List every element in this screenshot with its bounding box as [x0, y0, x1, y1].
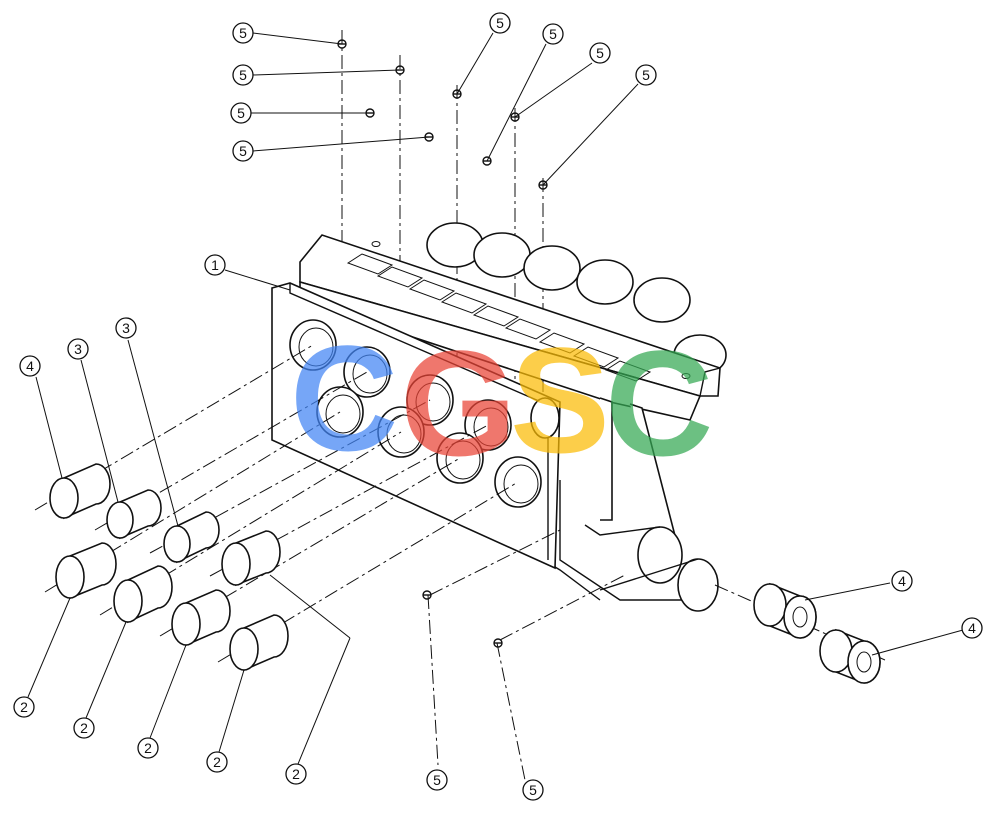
svg-text:3: 3	[74, 341, 82, 357]
svg-text:5: 5	[239, 67, 247, 83]
svg-text:5: 5	[596, 45, 604, 61]
screw-icon	[422, 590, 432, 600]
svg-text:2: 2	[213, 754, 221, 770]
bushing-3-b	[163, 511, 220, 564]
callout-4: 4	[891, 570, 913, 592]
bushing-2-d	[229, 614, 289, 672]
bushing-2-b	[113, 565, 173, 624]
svg-text:5: 5	[433, 772, 441, 788]
callout-5: 5	[426, 769, 448, 791]
screw-icon	[493, 638, 503, 648]
callout-5: 5	[522, 779, 544, 801]
callouts: 5 5 5 5 5 5 5 5 5 5 1 4 3 3 2 2 2 2 2 4 …	[13, 12, 983, 801]
bushings	[49, 463, 881, 684]
svg-text:5: 5	[642, 67, 650, 83]
svg-text:5: 5	[237, 105, 245, 121]
svg-text:5: 5	[529, 782, 537, 798]
support-legs	[509, 397, 719, 612]
bushing-2-e	[221, 530, 281, 587]
svg-text:4: 4	[26, 358, 34, 374]
callout-5: 5	[635, 64, 657, 86]
watermark-letter-4: C	[605, 319, 713, 487]
svg-text:2: 2	[20, 699, 28, 715]
callout-5: 5	[232, 140, 254, 162]
callout-4: 4	[19, 355, 41, 377]
callout-5: 5	[232, 64, 254, 86]
callout-5: 5	[230, 102, 252, 124]
callout-5: 5	[232, 22, 254, 44]
callout-5: 5	[589, 42, 611, 64]
bushing-4-right-a	[753, 582, 817, 639]
callout-4: 4	[961, 617, 983, 639]
callout-2: 2	[206, 751, 228, 773]
bushing-4-left	[49, 463, 111, 520]
callout-2: 2	[137, 737, 159, 759]
bushing-2-c	[171, 589, 231, 647]
svg-text:2: 2	[80, 720, 88, 736]
bracket-slots	[346, 253, 652, 382]
callout-5: 5	[542, 23, 564, 45]
svg-text:5: 5	[496, 15, 504, 31]
watermark-letter-1: C	[290, 314, 398, 482]
callout-3: 3	[115, 317, 137, 339]
svg-text:4: 4	[898, 573, 906, 589]
slotted-bracket	[299, 234, 721, 421]
svg-text:2: 2	[292, 766, 300, 782]
svg-text:1: 1	[211, 257, 219, 273]
watermark-letter-2: G	[400, 319, 517, 487]
watermark: C G S C	[290, 314, 713, 487]
callout-leaders	[27, 32, 964, 765]
callout-2: 2	[285, 763, 307, 785]
bottom-screws	[422, 590, 503, 648]
svg-text:5: 5	[239, 25, 247, 41]
callout-3: 3	[67, 338, 89, 360]
svg-text:3: 3	[122, 320, 130, 336]
bushing-3-a	[106, 489, 162, 540]
bushing-4-right-b	[819, 628, 881, 684]
callout-1: 1	[204, 254, 226, 276]
svg-text:5: 5	[549, 26, 557, 42]
watermark-letter-3: S	[510, 316, 610, 484]
callout-5: 5	[489, 12, 511, 34]
svg-text:2: 2	[144, 740, 152, 756]
svg-text:4: 4	[968, 620, 976, 636]
svg-text:5: 5	[239, 143, 247, 159]
callout-2: 2	[73, 717, 95, 739]
callout-2: 2	[13, 696, 35, 718]
bushing-2-a	[55, 542, 117, 600]
